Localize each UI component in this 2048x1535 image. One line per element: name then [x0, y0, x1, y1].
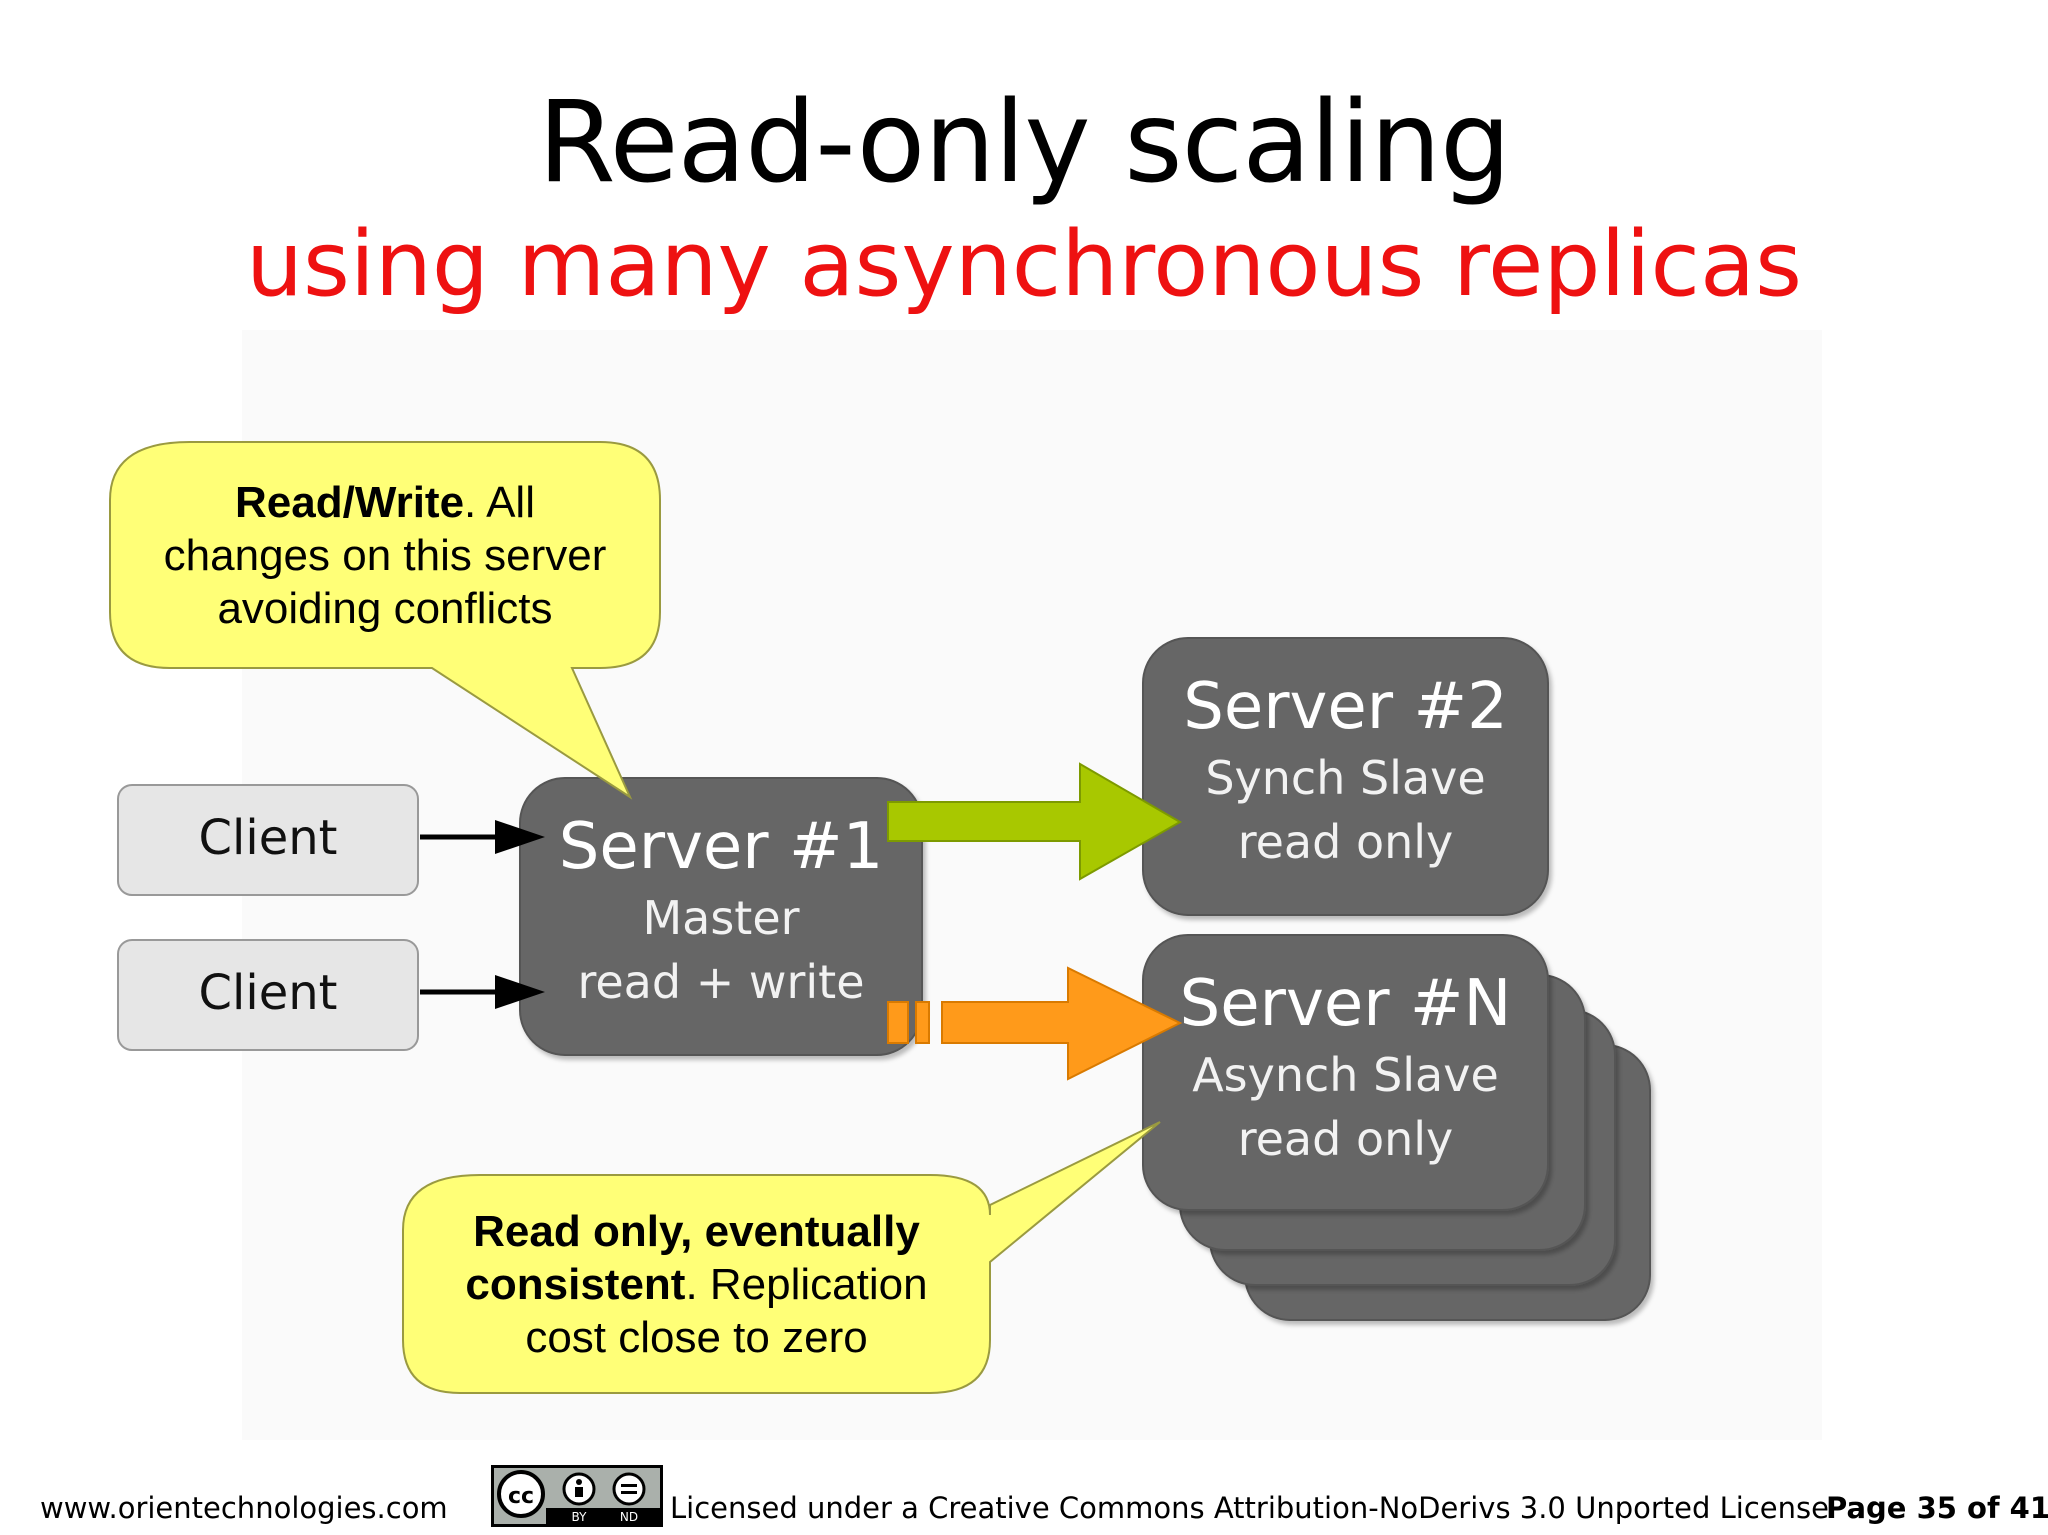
cc-license-badge[interactable]: cc BY ND	[491, 1465, 663, 1527]
server-n-mode: read only	[1237, 1112, 1454, 1166]
callout-bottom-bubble	[402, 1121, 1161, 1394]
server-2-text: Server #2 Synch Slave read only	[1143, 668, 1548, 874]
client-box-1	[117, 784, 419, 896]
footer-website[interactable]: www.orientechnologies.com	[40, 1491, 448, 1525]
server-2-mode: read only	[1237, 815, 1454, 869]
callout-top-line2: changes on this server	[163, 531, 607, 580]
server-1-role: Master	[642, 891, 800, 945]
callout-bottom-bold2: consistent	[465, 1260, 686, 1309]
client-label-2: Client	[198, 965, 338, 1021]
callout-top-line3: avoiding conflicts	[217, 584, 553, 633]
callout-bottom-line3: cost close to zero	[525, 1313, 868, 1362]
footer-page-number: Page 35 of 41	[1826, 1491, 2048, 1525]
sync-replication-arrow	[887, 762, 1183, 881]
callout-bottom-line2: consistent. Replication	[403, 1258, 990, 1311]
client-box-2	[117, 939, 419, 1051]
slide-title: Read-only scaling	[537, 78, 1511, 208]
cc-nd-label: ND	[620, 1510, 638, 1524]
server-n-text: Server #N Asynch Slave read only	[1143, 965, 1548, 1171]
slide-subtitle: using many asynchronous replicas	[245, 212, 1803, 317]
client-label-1: Client	[198, 810, 338, 866]
footer-license[interactable]: Licensed under a Creative Commons Attrib…	[670, 1491, 1829, 1525]
callout-top-line1: Read/Write. All	[110, 476, 660, 529]
callout-bottom-rest2: . Replication	[685, 1260, 928, 1309]
callout-top-text: Read/Write. All changes on this server a…	[110, 476, 660, 635]
nd-icon	[612, 1472, 646, 1506]
cc-badge-icons: cc BY ND	[494, 1468, 660, 1524]
callout-bottom-line1: Read only, eventually	[403, 1205, 990, 1258]
callout-bottom-text: Read only, eventually consistent. Replic…	[403, 1205, 990, 1364]
server-2-box	[1142, 637, 1549, 916]
async-replication-arrow	[887, 966, 1183, 1081]
svg-text:cc: cc	[508, 1484, 534, 1509]
server-2-title: Server #2	[1183, 670, 1508, 744]
server-n-title: Server #N	[1179, 967, 1512, 1041]
cc-icon	[497, 1470, 545, 1518]
server-1-title: Server #1	[558, 810, 884, 884]
server-1-box	[519, 777, 923, 1056]
callout-bottom-bold1: Read only, eventually	[473, 1207, 920, 1256]
callout-top-bubble	[109, 441, 661, 800]
server-1-text: Server #1 Master read + write	[520, 808, 922, 1014]
server-n-role: Asynch Slave	[1192, 1048, 1499, 1102]
client-1-arrow	[420, 820, 545, 854]
server-n-box	[1142, 934, 1549, 1211]
cc-by-label: BY	[572, 1510, 588, 1524]
server-2-role: Synch Slave	[1205, 751, 1486, 805]
client-2-arrow	[420, 975, 545, 1009]
callout-top-bold: Read/Write	[235, 478, 465, 527]
callout-top-rest: . All	[464, 478, 535, 527]
server-1-mode: read + write	[577, 955, 865, 1009]
